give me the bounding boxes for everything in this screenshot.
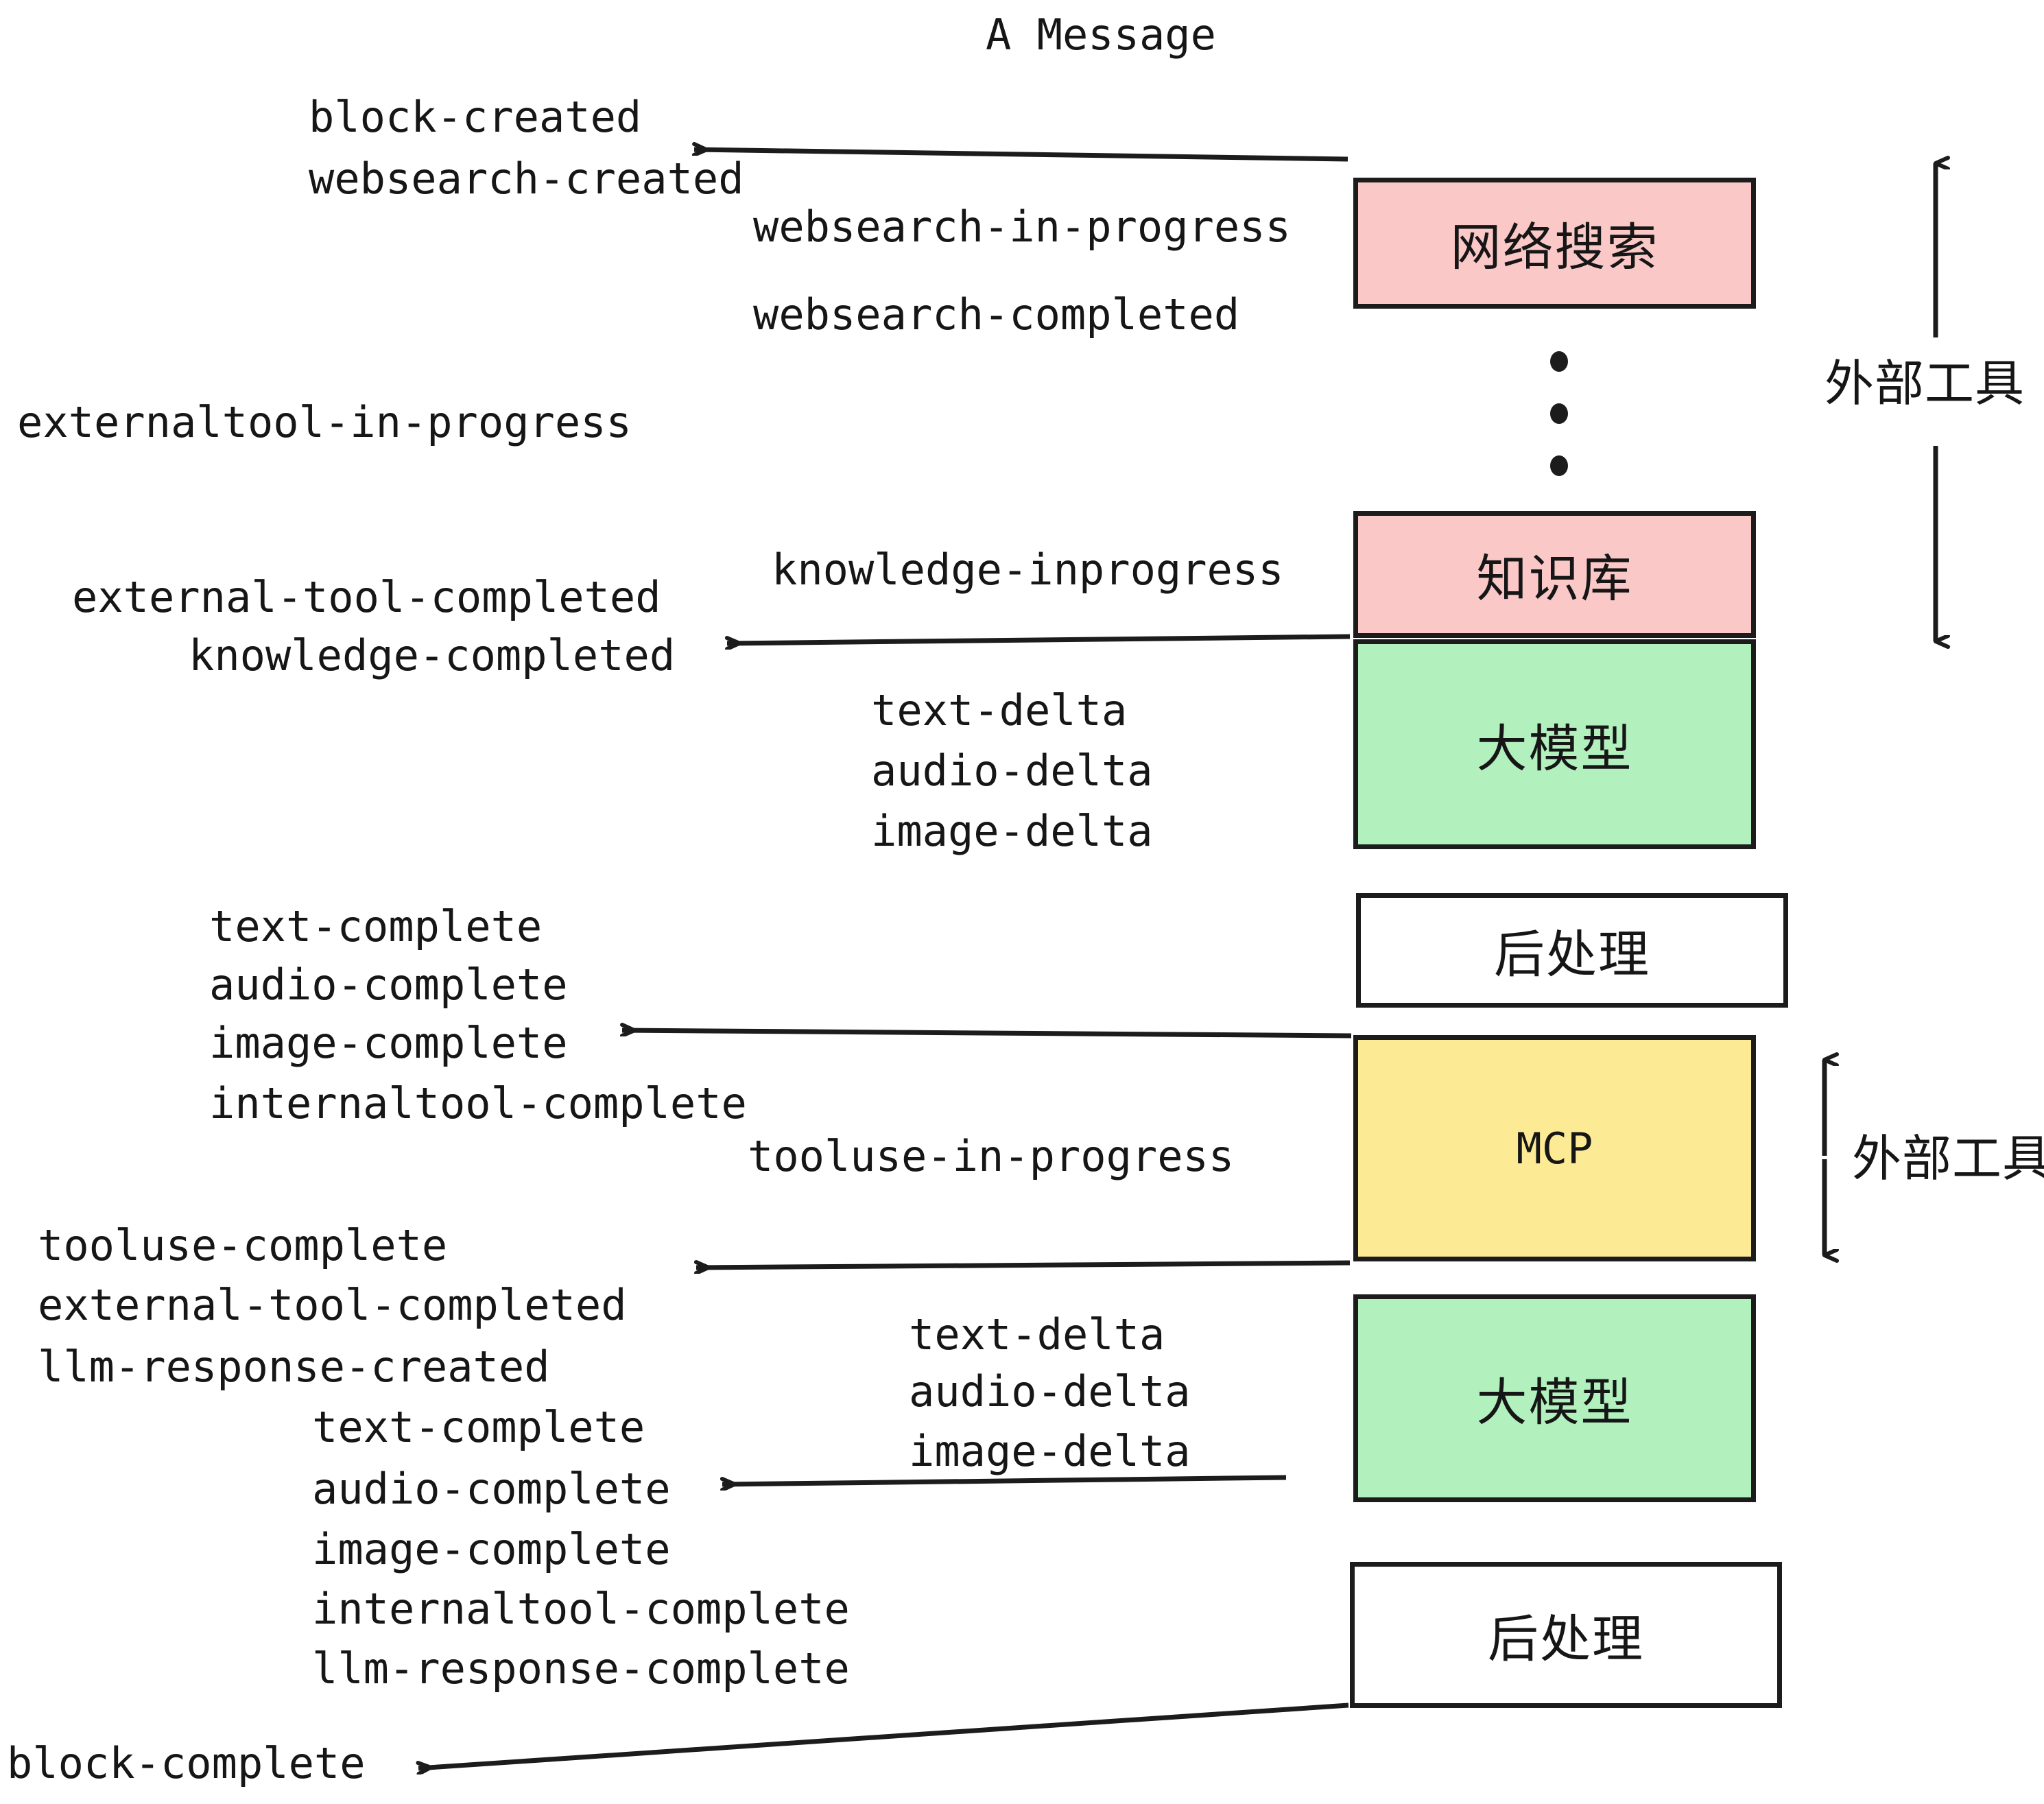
event-audio-delta-1: audio-delta xyxy=(871,746,1153,796)
node-llm-top-label: 大模型 xyxy=(1476,719,1633,779)
group-label-external-tools-bottom: 外部工具 xyxy=(1852,1130,2044,1187)
group-label-external-tools-top: 外部工具 xyxy=(1825,355,2025,412)
event-text-complete-1: text-complete xyxy=(209,901,543,951)
event-knowledge-inprogress: knowledge-inprogress xyxy=(772,545,1284,595)
node-postprocess-bottom-label: 后处理 xyxy=(1488,1610,1644,1669)
event-external-tool-completed-2: external-tool-completed xyxy=(38,1280,627,1330)
event-tooluse-complete: tooluse-complete xyxy=(38,1220,448,1270)
event-audio-delta-2: audio-delta xyxy=(909,1366,1191,1416)
event-block-created: block-created xyxy=(309,92,642,142)
arrow-mcp-to-tooluse-complete xyxy=(696,1263,1351,1268)
event-external-tool-completed-1: external-tool-completed xyxy=(72,572,661,622)
event-websearch-created: websearch-created xyxy=(309,154,744,204)
event-tooluse-in-progress: tooluse-in-progress xyxy=(748,1131,1235,1181)
node-knowledge[interactable]: 知识库 xyxy=(1353,511,1756,638)
node-mcp-label: MCP xyxy=(1516,1123,1593,1174)
event-internaltool-complete-1: internaltool-complete xyxy=(209,1078,747,1128)
node-postprocess-bottom[interactable]: 后处理 xyxy=(1350,1562,1782,1708)
event-llm-response-complete: llm-response-complete xyxy=(312,1643,850,1694)
event-llm-response-created: llm-response-created xyxy=(38,1342,550,1392)
event-text-delta-2: text-delta xyxy=(909,1309,1165,1360)
event-externaltool-in-progress: externaltool-in-progress xyxy=(17,397,632,447)
arrow-websearch-to-created xyxy=(694,150,1348,162)
event-knowledge-completed: knowledge-completed xyxy=(189,630,676,680)
event-internaltool-complete-2: internaltool-complete xyxy=(312,1584,850,1634)
arrow-knowledge-to-completed xyxy=(727,634,1351,643)
event-text-delta-1: text-delta xyxy=(871,685,1128,735)
event-text-complete-2: text-complete xyxy=(312,1402,645,1452)
event-image-delta-1: image-delta xyxy=(871,806,1153,856)
event-websearch-completed: websearch-completed xyxy=(753,289,1240,340)
node-postprocess-top[interactable]: 后处理 xyxy=(1356,893,1788,1008)
event-websearch-in-progress: websearch-in-progress xyxy=(753,202,1291,252)
node-postprocess-top-label: 后处理 xyxy=(1494,925,1650,984)
node-llm-top[interactable]: 大模型 xyxy=(1353,639,1756,849)
node-knowledge-label: 知识库 xyxy=(1476,549,1633,608)
arrow-postprocess-to-block-complete xyxy=(418,1702,1349,1768)
arrow-postprocess-to-image-complete xyxy=(622,1030,1352,1039)
event-image-delta-2: image-delta xyxy=(909,1426,1191,1476)
node-llm-bottom-label: 大模型 xyxy=(1476,1373,1633,1432)
page-title: A Message xyxy=(986,10,1216,60)
ellipsis-dot xyxy=(1550,351,1568,372)
event-image-complete-2: image-complete xyxy=(312,1524,671,1574)
arrow-llm-to-audio-complete xyxy=(722,1475,1287,1484)
event-image-complete-1: image-complete xyxy=(209,1018,568,1068)
node-websearch[interactable]: 网络搜索 xyxy=(1353,178,1756,309)
ellipsis-dot xyxy=(1550,455,1568,476)
node-mcp[interactable]: MCP xyxy=(1353,1035,1756,1261)
node-llm-bottom[interactable]: 大模型 xyxy=(1353,1294,1756,1502)
event-block-complete: block-complete xyxy=(7,1738,366,1788)
ellipsis-dot xyxy=(1550,403,1568,424)
node-websearch-label: 网络搜索 xyxy=(1450,218,1659,277)
event-audio-complete-2: audio-complete xyxy=(312,1464,671,1514)
event-audio-complete-1: audio-complete xyxy=(209,960,568,1010)
